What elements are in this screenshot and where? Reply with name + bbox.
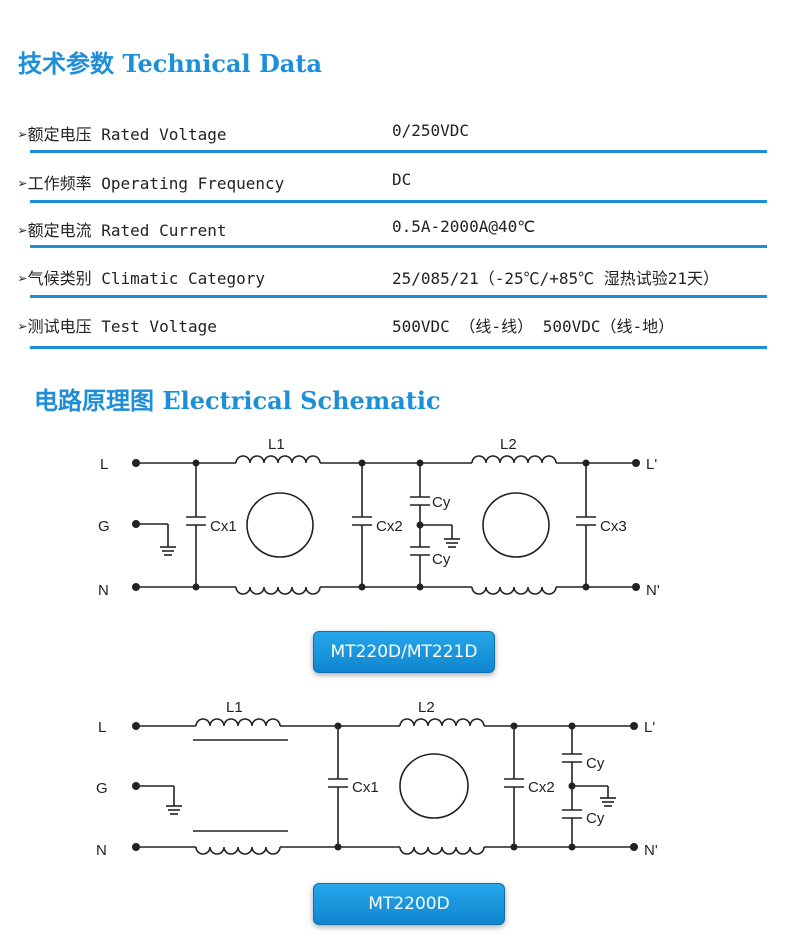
- terminal-l-out: L': [646, 456, 657, 473]
- schematic-title: 电路原理图 Electrical Schematic: [34, 386, 441, 415]
- terminal-g: G: [98, 518, 110, 535]
- model-button-mt220d[interactable]: MT220D/MT221D: [313, 631, 495, 673]
- row-divider: [30, 245, 767, 248]
- row-divider: [30, 295, 767, 298]
- spec-value: DC: [392, 170, 412, 189]
- spec-label: ➢额定电流 Rated Current: [18, 221, 227, 240]
- terminal-n: N: [96, 842, 107, 859]
- inductor-l1-label: L1: [226, 699, 243, 716]
- inductor-l2-label: L2: [500, 436, 517, 453]
- row-divider: [30, 200, 767, 203]
- terminal-l: L: [100, 456, 108, 473]
- terminal-n-out: N': [644, 842, 658, 859]
- capacitor-cx2-label: Cx2: [528, 779, 555, 796]
- capacitor-cx3-label: Cx3: [600, 518, 627, 535]
- spec-label: ➢工作频率 Operating Frequency: [18, 174, 285, 193]
- terminal-l-out: L': [644, 719, 655, 736]
- row-divider: [30, 346, 767, 349]
- capacitor-cy-top-label: Cy: [432, 494, 451, 511]
- spec-value: 0/250VDC: [392, 121, 470, 140]
- terminal-l: L: [98, 719, 106, 736]
- terminal-g: G: [96, 780, 108, 797]
- spec-row-climatic-category: ➢气候类别 Climatic Category 25/085/21（-25℃/+…: [18, 265, 768, 313]
- spec-row-rated-current: ➢额定电流 Rated Current 0.5A-2000A@40℃: [18, 217, 768, 265]
- terminal-n-out: N': [646, 582, 660, 599]
- capacitor-cy-bottom-label: Cy: [586, 810, 605, 827]
- capacitor-cx2-label: Cx2: [376, 518, 403, 535]
- spec-value: 25/085/21（-25℃/+85℃ 湿热试验21天）: [392, 269, 720, 288]
- inductor-l2-label: L2: [418, 699, 435, 716]
- schematic-diagram-mt2200d: L G N L' N' L1 L2 Cx1 Cx2 Cy Cy: [96, 699, 658, 859]
- technical-data-title: 技术参数 Technical Data: [18, 49, 322, 78]
- spec-label: ➢额定电压 Rated Voltage: [18, 125, 227, 144]
- inductor-l1-label: L1: [268, 436, 285, 453]
- capacitor-cx1-label: Cx1: [210, 518, 237, 535]
- capacitor-cy-top-label: Cy: [586, 755, 605, 772]
- schematic-diagram-mt220d: L G N L' N' L1 L2 Cx1 Cx2 Cx3 Cy Cy: [98, 436, 660, 599]
- terminal-n: N: [98, 582, 109, 599]
- row-divider: [30, 150, 767, 153]
- spec-value: 500VDC （线-线） 500VDC（线-地）: [392, 317, 675, 336]
- spec-label: ➢测试电压 Test Voltage: [18, 317, 217, 336]
- spec-row-operating-frequency: ➢工作频率 Operating Frequency DC: [18, 170, 768, 218]
- spec-value: 0.5A-2000A@40℃: [392, 217, 536, 236]
- capacitor-cx1-label: Cx1: [352, 779, 379, 796]
- spec-label: ➢气候类别 Climatic Category: [18, 269, 266, 288]
- spec-row-rated-voltage: ➢额定电压 Rated Voltage 0/250VDC: [18, 121, 768, 169]
- capacitor-cy-bottom-label: Cy: [432, 551, 451, 568]
- spec-row-test-voltage: ➢测试电压 Test Voltage 500VDC （线-线） 500VDC（线…: [18, 313, 768, 361]
- model-button-mt2200d[interactable]: MT2200D: [313, 883, 505, 925]
